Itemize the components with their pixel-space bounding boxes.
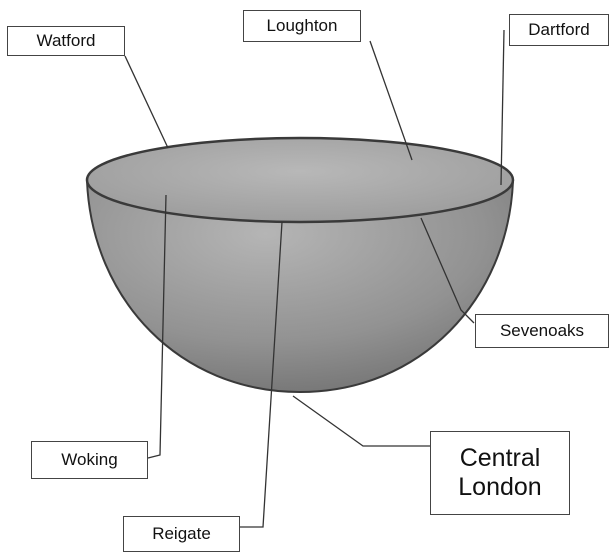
leader-dartford [500, 29, 505, 186]
label-watford: Watford [7, 26, 125, 56]
label-reigate: Reigate [123, 516, 240, 552]
label-central-london: Central London [430, 431, 570, 515]
bowl-body [85, 180, 515, 394]
label-dartford: Dartford [509, 14, 609, 46]
leader-watford [124, 55, 169, 149]
label-sevenoaks: Sevenoaks [475, 314, 609, 348]
label-loughton: Loughton [243, 10, 361, 42]
label-central-london-line2: London [458, 473, 542, 501]
bowl-rim [85, 136, 515, 224]
label-central-london-line1: Central [459, 444, 541, 473]
leader-woking [147, 194, 167, 459]
leader-loughton [369, 40, 413, 161]
leader-sevenoaks [420, 217, 475, 324]
leader-reigate [240, 221, 283, 528]
leader-central-london [292, 395, 430, 447]
label-woking: Woking [31, 441, 148, 479]
